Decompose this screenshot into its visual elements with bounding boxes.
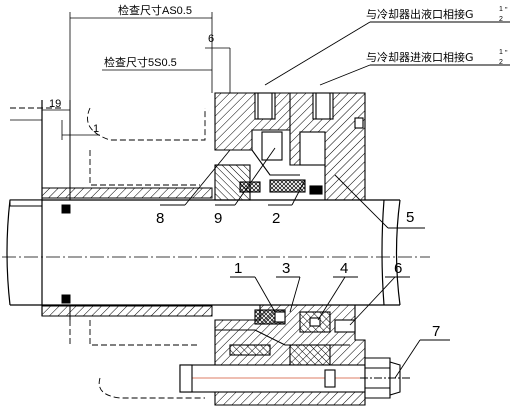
dim-check-5s: 检查尺寸5S0.5 [104, 55, 177, 69]
shaft [6, 199, 401, 306]
inlet-thread-unit: " [505, 50, 508, 57]
outlet-thread-den: 2 [499, 16, 503, 23]
callout-3: 3 [282, 260, 290, 277]
outlet-thread-num: 1 [499, 6, 503, 13]
inlet-label: 与冷却器进液口相接G [366, 50, 474, 64]
dim-19: 19 [49, 98, 61, 110]
dim-check-as: 检查尺寸AS0.5 [118, 3, 192, 17]
callout-7: 7 [432, 323, 440, 340]
dimension-lines [10, 12, 231, 140]
dim-6: 6 [208, 33, 214, 45]
callout-1: 1 [234, 260, 242, 277]
outlet-label: 与冷却器出液口相接G [366, 7, 474, 21]
inlet-thread-num: 1 [499, 49, 503, 56]
hidden-outline [10, 107, 206, 399]
inlet-thread-den: 2 [499, 59, 503, 66]
callout-4: 4 [340, 260, 348, 277]
callout-2-top: 2 [272, 210, 280, 227]
port-leaders [264, 21, 510, 86]
callout-5: 5 [406, 209, 414, 226]
outlet-thread-unit: " [505, 7, 508, 14]
bolt [179, 357, 410, 399]
callout-6: 6 [394, 260, 402, 277]
dim-1: 1 [93, 123, 99, 135]
callout-leaders [160, 147, 450, 379]
shaft-sleeve [9, 100, 213, 320]
callout-8: 8 [156, 210, 164, 227]
callout-9: 9 [214, 210, 222, 227]
gland-housing-upper [214, 92, 366, 201]
